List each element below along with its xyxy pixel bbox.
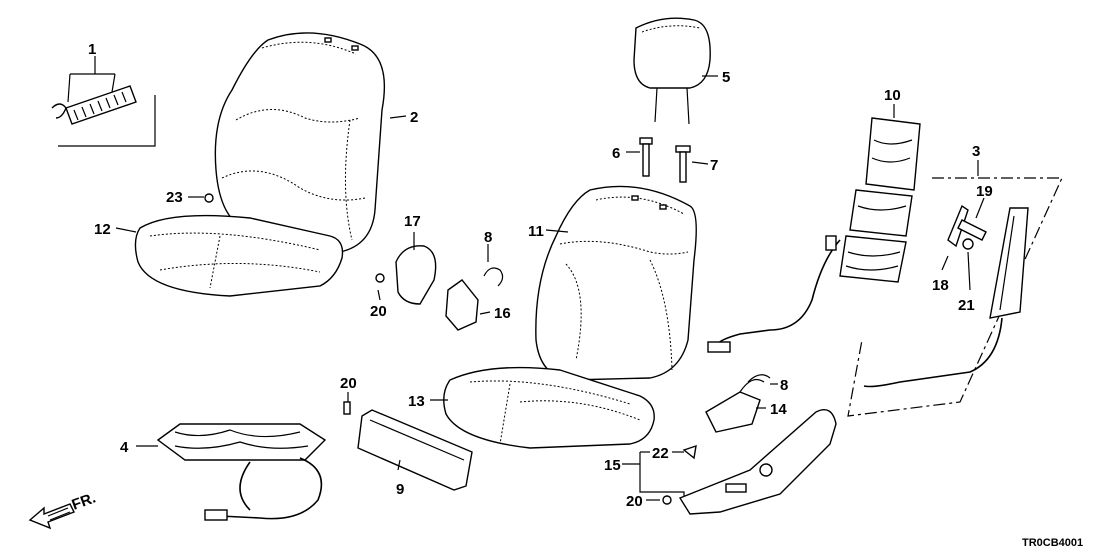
label-20c: 20 xyxy=(626,493,643,510)
seat-cushion-cover-left xyxy=(134,214,344,297)
clip-8a xyxy=(483,267,504,287)
label-20a: 20 xyxy=(370,303,387,320)
airbag-assembly-box xyxy=(847,177,1063,417)
label-8b: 8 xyxy=(780,377,788,394)
bracket-16 xyxy=(445,279,479,331)
connector-back xyxy=(707,341,731,353)
label-6: 6 xyxy=(612,145,620,162)
clip-19 xyxy=(957,219,987,241)
label-18: 18 xyxy=(932,277,949,294)
label-17: 17 xyxy=(404,213,421,230)
headrest xyxy=(633,17,711,125)
label-9: 9 xyxy=(396,481,404,498)
seat-back-cover-left xyxy=(214,32,386,253)
screw-20b xyxy=(343,401,351,415)
nut-20c xyxy=(662,495,672,505)
label-12: 12 xyxy=(94,221,111,238)
front-label: FR. xyxy=(70,490,99,514)
label-20b: 20 xyxy=(340,375,357,392)
nut-20a xyxy=(375,273,385,283)
seat-heater-pad xyxy=(156,423,327,521)
label-23: 23 xyxy=(166,189,183,206)
inset-clips xyxy=(51,56,156,147)
seat-heater-back xyxy=(839,117,921,283)
seat-cushion-cover-center xyxy=(443,366,655,449)
clip-18 xyxy=(947,204,969,248)
label-2: 2 xyxy=(410,109,418,126)
side-airbag-module xyxy=(863,207,1029,388)
label-13: 13 xyxy=(408,393,425,410)
label-4: 4 xyxy=(120,439,129,456)
front-trim-9 xyxy=(357,409,473,491)
label-3: 3 xyxy=(972,143,980,160)
label-10: 10 xyxy=(884,87,901,104)
label-1: 1 xyxy=(88,41,96,58)
label-11: 11 xyxy=(528,223,544,240)
clip-strip xyxy=(65,85,137,125)
connector-back2 xyxy=(825,235,837,251)
headrest-guide-6 xyxy=(639,137,653,177)
label-22: 22 xyxy=(652,445,669,462)
seat-back-cover-center xyxy=(535,185,697,381)
clip-23 xyxy=(204,193,214,203)
headrest-guide-7 xyxy=(675,145,691,183)
side-cover-15 xyxy=(678,409,837,515)
label-8a: 8 xyxy=(484,229,492,246)
label-14: 14 xyxy=(770,401,787,418)
part-labels: 1 2 3 4 5 6 7 8 8 9 10 11 12 13 14 15 16… xyxy=(88,41,993,510)
diagram-code: TR0CB4001 xyxy=(1022,537,1083,549)
harness-14 xyxy=(705,379,765,433)
label-16: 16 xyxy=(494,305,511,322)
nut-21 xyxy=(962,238,974,250)
clip-22 xyxy=(682,444,697,460)
label-15: 15 xyxy=(604,457,621,474)
side-cover-17 xyxy=(395,245,437,305)
harness-back xyxy=(715,239,841,347)
leader-lines xyxy=(115,75,985,501)
clip-8b xyxy=(747,374,771,383)
label-5: 5 xyxy=(722,69,730,86)
front-direction-arrow: FR. xyxy=(28,490,99,530)
label-19: 19 xyxy=(976,183,993,200)
label-21: 21 xyxy=(958,297,975,314)
label-7: 7 xyxy=(710,157,718,174)
